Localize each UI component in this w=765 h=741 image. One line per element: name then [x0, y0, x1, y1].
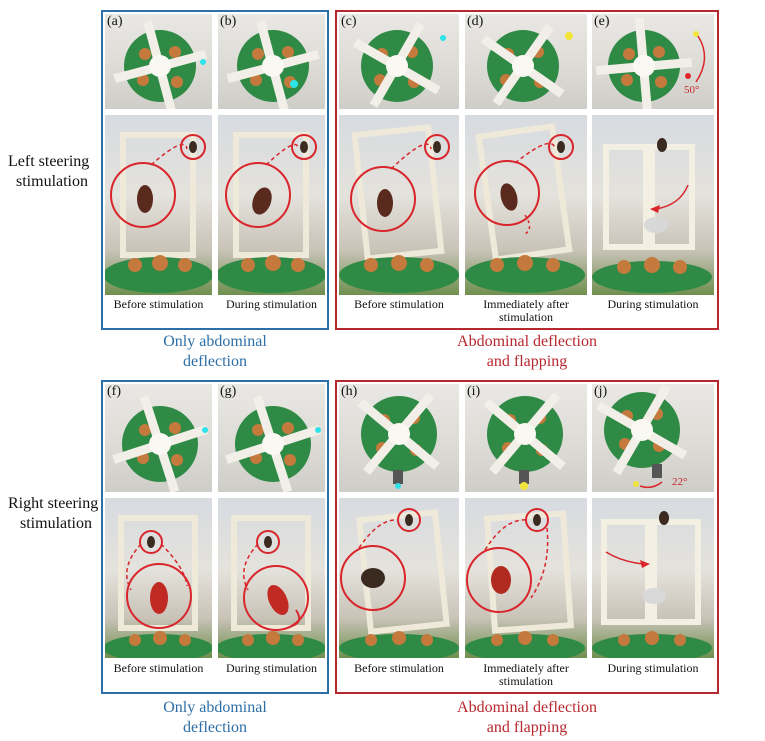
- side-view-photo: [592, 115, 714, 295]
- rotor-illustration: [352, 21, 446, 108]
- rotor-illustration: [225, 395, 322, 492]
- panel-caption: During stimulation: [226, 297, 317, 311]
- panel-letter: (d): [467, 14, 484, 29]
- panel-letter: (a): [107, 14, 123, 29]
- panel-letter: (h): [341, 384, 358, 399]
- top-view-photo: (g): [218, 384, 325, 492]
- frame-illustration: [218, 132, 325, 293]
- panel-caption: Before stimulation: [113, 661, 204, 675]
- side-view-photo: [465, 115, 587, 295]
- rotor-illustration: [480, 23, 573, 106]
- panel-caption: During stimulation: [607, 661, 699, 675]
- red-group-caption: Abdominal deflection and flapping: [335, 698, 719, 738]
- top-view-photo: (c): [339, 14, 459, 109]
- panel-letter: (j): [594, 384, 608, 399]
- panel-letter: (c): [341, 14, 357, 29]
- rotor-illustration: [596, 384, 688, 489]
- panel-caption: During stimulation: [607, 297, 699, 311]
- group-caption-line2: deflection: [183, 353, 247, 370]
- side-view-photo: [592, 498, 714, 658]
- blue-group-caption: Only abdominal deflection: [101, 698, 329, 738]
- top-view-photo: (f): [105, 384, 212, 492]
- frame-illustration: [218, 515, 325, 658]
- top-view-photo: (a): [105, 14, 212, 109]
- frame-illustration: [339, 124, 459, 293]
- group-caption-line2: deflection: [183, 719, 247, 736]
- frame-illustration: [339, 508, 459, 658]
- panel-caption: Immediately after stimulation: [483, 297, 569, 324]
- side-view-photo: [105, 498, 212, 658]
- row-label-line1: Left steering: [8, 153, 90, 170]
- side-view-photo: [339, 498, 459, 658]
- top-view-photo: (h): [339, 384, 459, 492]
- rotor-illustration: [357, 392, 440, 489]
- red-group-caption: Abdominal deflection and flapping: [335, 332, 719, 372]
- side-view-photo: [218, 115, 325, 295]
- side-view-photo: [105, 115, 212, 295]
- red-group-frame: [335, 380, 719, 694]
- frame-illustration: [465, 123, 585, 293]
- row-label-left: Left steering stimulation: [8, 152, 89, 192]
- frame-illustration: [592, 138, 712, 293]
- frame-illustration: [105, 515, 212, 658]
- top-view-photo: (e) 50°: [592, 14, 714, 109]
- top-view-photo: (j) 22°: [592, 384, 714, 492]
- panel-letter: (e): [594, 14, 610, 29]
- group-caption-line1: Only abdominal: [163, 333, 267, 350]
- group-caption-line1: Only abdominal: [163, 699, 267, 716]
- group-caption-line1: Abdominal deflection: [457, 699, 597, 716]
- rotor-illustration: [112, 395, 209, 492]
- panel-letter: (f): [107, 384, 121, 399]
- blue-group-caption: Only abdominal deflection: [101, 332, 329, 372]
- panel-caption: Immediately after stimulation: [483, 661, 569, 688]
- frame-illustration: [105, 132, 212, 293]
- panel-caption: Before stimulation: [354, 661, 444, 675]
- panel-letter: (i): [467, 384, 481, 399]
- rotor-illustration: [113, 20, 207, 109]
- panel-caption: Before stimulation: [354, 297, 444, 311]
- side-view-photo: [339, 115, 459, 295]
- panel-caption: During stimulation: [226, 661, 317, 675]
- angle-label: 50°: [684, 84, 700, 96]
- rotor-illustration: [483, 392, 566, 490]
- top-view-photo: (d): [465, 14, 587, 109]
- red-group-frame: [335, 10, 719, 330]
- panel-letter: (g): [220, 384, 237, 399]
- row-label-line1: Right steering: [8, 495, 99, 512]
- rotor-illustration: [226, 20, 320, 109]
- blue-group-frame: [101, 380, 329, 694]
- frame-illustration: [465, 508, 585, 658]
- panel-letter: (b): [220, 14, 237, 29]
- group-caption-line2: and flapping: [486, 719, 568, 736]
- group-caption-line1: Abdominal deflection: [457, 333, 597, 350]
- rotor-illustration: [595, 17, 706, 109]
- top-view-photo: (i): [465, 384, 587, 492]
- angle-label: 22°: [672, 476, 688, 488]
- group-caption-line2: and flapping: [486, 353, 568, 370]
- frame-illustration: [592, 511, 712, 658]
- side-view-photo: [465, 498, 587, 658]
- blue-group-frame: [101, 10, 329, 330]
- row-label-line2: stimulation: [20, 515, 92, 532]
- panel-caption: Before stimulation: [113, 297, 204, 311]
- side-view-photo: [218, 498, 325, 658]
- top-view-photo: (b): [218, 14, 325, 109]
- row-label-right: Right steering stimulation: [8, 494, 98, 534]
- row-label-line2: stimulation: [16, 173, 88, 190]
